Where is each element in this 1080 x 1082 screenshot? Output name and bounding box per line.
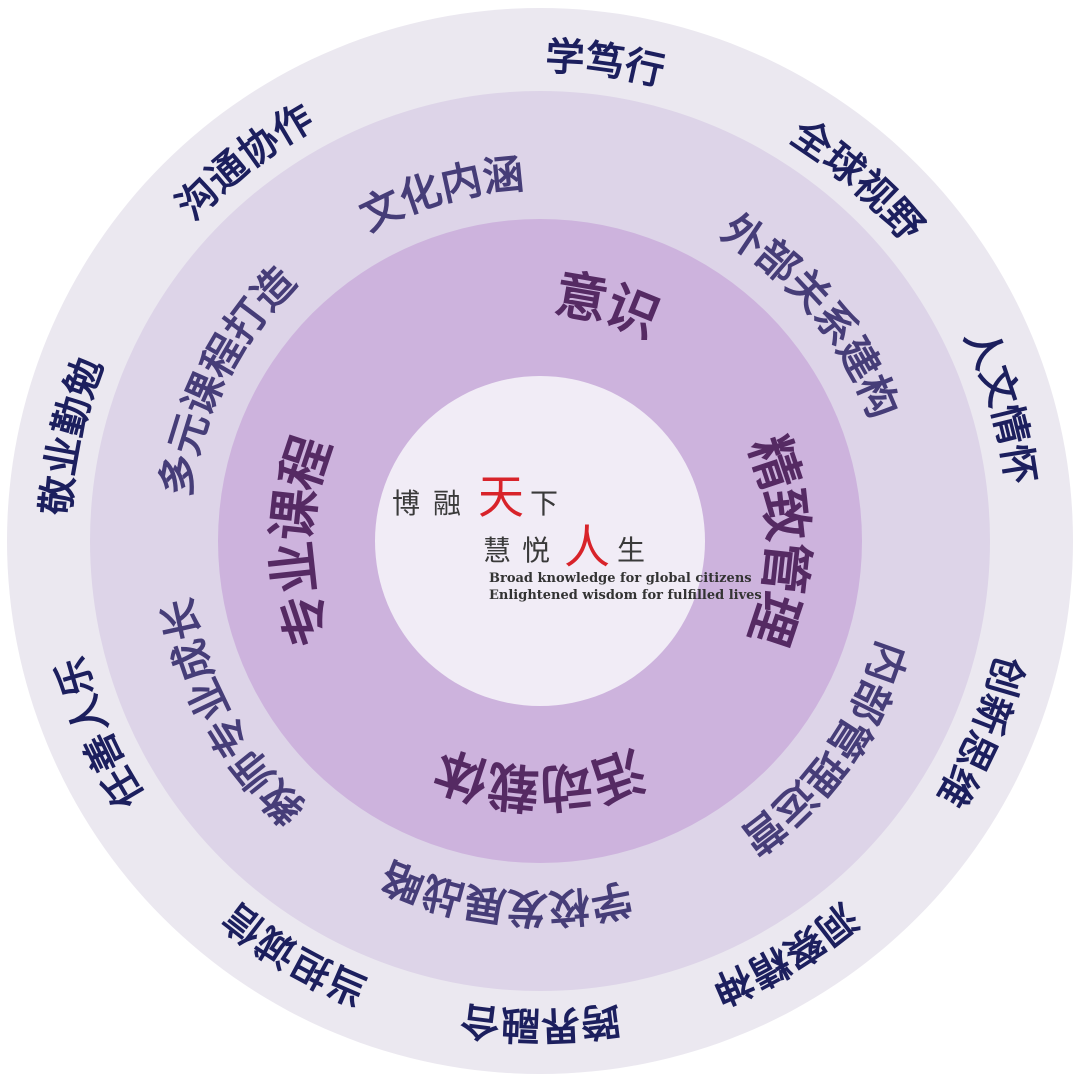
logo-char-hui: 慧 bbox=[483, 534, 511, 567]
logo-char-sheng: 生 bbox=[617, 534, 645, 567]
logo-seal-ren: 人 bbox=[564, 520, 610, 574]
center-logo: 博 融 天 下 慧 悦 人 生 Broad knowledge for glob… bbox=[392, 470, 762, 603]
logo-english-line-1: Broad knowledge for global citizens bbox=[489, 571, 752, 586]
logo-char-rong: 融 bbox=[433, 487, 461, 520]
logo-char-xia: 下 bbox=[530, 487, 558, 520]
logo-seal-tian: 天 bbox=[478, 470, 524, 524]
center-circle bbox=[375, 376, 705, 706]
logo-char-bo: 博 bbox=[392, 487, 420, 520]
logo-english-line-2: Enlightened wisdom for fulfilled lives bbox=[489, 588, 762, 603]
logo-char-yue: 悦 bbox=[522, 534, 550, 567]
